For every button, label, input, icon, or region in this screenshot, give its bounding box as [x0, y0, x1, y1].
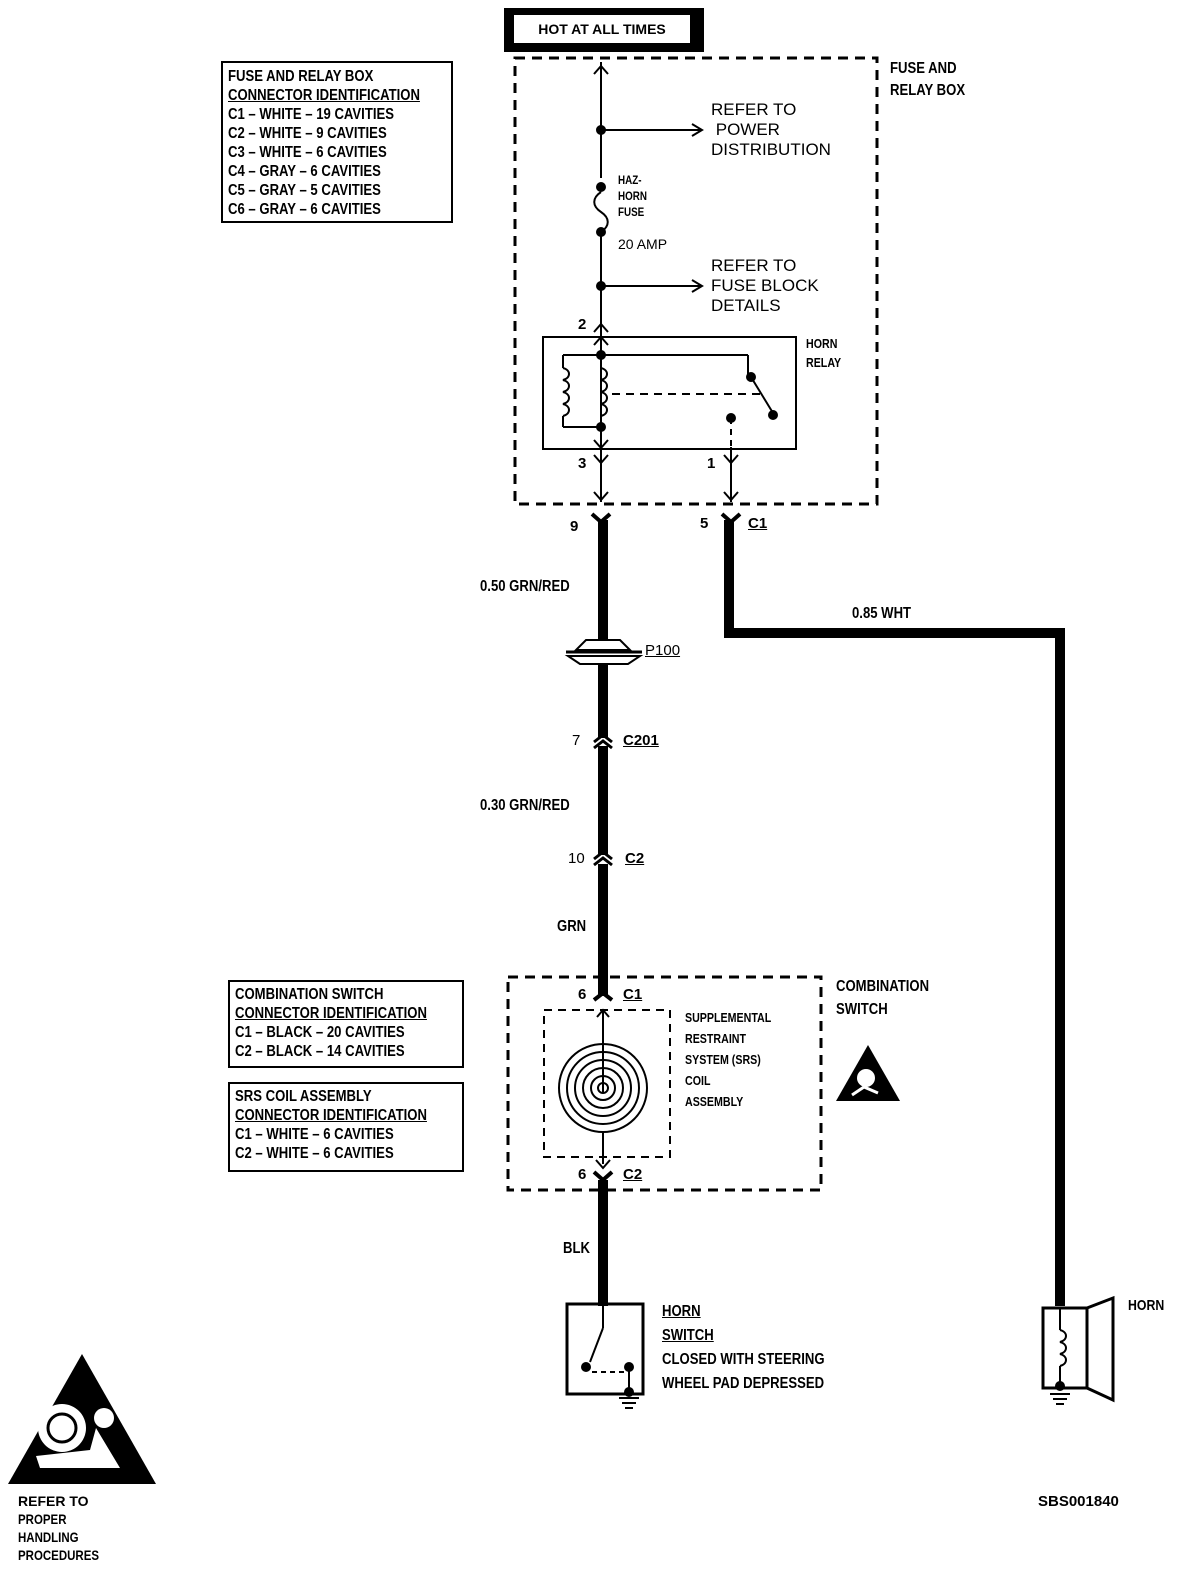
connector-id-row: C3 – WHITE – 6 CAVITIES: [228, 144, 387, 161]
haz-horn-fuse-label: HAZ- HORN FUSE: [618, 173, 647, 219]
arrow-power-distribution: [691, 123, 704, 137]
diagram-code: SBS001840: [1038, 1493, 1119, 1510]
wire-label: 0.30 GRN/RED: [480, 797, 570, 814]
connector-label: C2: [625, 850, 645, 867]
connector-id-title: COMBINATION SWITCH: [235, 986, 384, 1003]
refer-fuse-block-details: REFER TO FUSE BLOCK DETAILS: [711, 256, 819, 315]
connector-id-title: SRS COIL ASSEMBLY: [235, 1088, 372, 1105]
pin-number: 7: [572, 732, 581, 749]
wire-label: GRN: [557, 918, 587, 935]
fuse-relay-box-boundary: [513, 56, 879, 506]
wire-wht-085: [724, 520, 1065, 1306]
horn-switch-label: HORN SWITCH CLOSED WITH STEERING WHEEL P…: [662, 1303, 825, 1392]
fuse-relay-box-connector-id: FUSE AND RELAY BOX CONNECTOR IDENTIFICAT…: [221, 61, 453, 223]
srs-warning-triangle-icon: [836, 1045, 900, 1101]
connector-id-title: CONNECTOR IDENTIFICATION: [235, 1107, 427, 1124]
connector-id-title: CONNECTOR IDENTIFICATION: [235, 1005, 427, 1022]
horn-symbol: [1041, 1295, 1115, 1405]
srs-warning-triangle-icon: [8, 1354, 156, 1484]
hot-at-all-times-text: HOT AT ALL TIMES: [514, 15, 690, 43]
refer-power-distribution: REFER TO POWER DISTRIBUTION: [711, 100, 831, 159]
feed-arrow: [593, 64, 609, 75]
connector-id-row: C1 – WHITE – 19 CAVITIES: [228, 106, 394, 123]
srs-coil-connector-id: SRS COIL ASSEMBLY CONNECTOR IDENTIFICATI…: [228, 1082, 464, 1172]
combination-switch-boundary: [506, 975, 823, 1192]
pin-number: 1: [707, 455, 716, 472]
connector-label: C1: [623, 986, 643, 1003]
ground-icon: [619, 1387, 639, 1409]
connector-id-row: C1 – BLACK – 20 CAVITIES: [235, 1024, 405, 1041]
pin-number: 2: [578, 316, 587, 333]
wire-label: 0.50 GRN/RED: [480, 578, 570, 595]
connector-id-title: FUSE AND RELAY BOX: [228, 68, 374, 85]
connector-id-row: C4 – GRAY – 6 CAVITIES: [228, 163, 381, 180]
combination-switch-connector-id: COMBINATION SWITCH CONNECTOR IDENTIFICAT…: [228, 980, 464, 1068]
connector-id-row: C5 – GRAY – 5 CAVITIES: [228, 182, 381, 199]
wire-label: BLK: [563, 1240, 590, 1257]
connector-label: P100: [645, 642, 681, 659]
srs-coil-assembly-label: SUPPLEMENTAL RESTRAINT SYSTEM (SRS) COIL…: [685, 1010, 772, 1109]
arrow-fuse-block: [691, 279, 704, 293]
pin-number: 9: [570, 518, 579, 535]
pin-number: 10: [568, 850, 585, 867]
pin-number: 5: [700, 515, 709, 532]
refer-handling-procedures: REFER TO PROPER HANDLING PROCEDURES: [18, 1493, 100, 1563]
fuse-rating: 20 AMP: [618, 236, 668, 252]
connector-id-row: C1 – WHITE – 6 CAVITIES: [235, 1126, 394, 1143]
wire-label: 0.85 WHT: [852, 605, 912, 622]
connector-label: C201: [623, 732, 659, 749]
hot-at-all-times-label: HOT AT ALL TIMES: [504, 8, 704, 52]
combination-switch-title: COMBINATION SWITCH: [836, 978, 930, 1018]
fuse-symbol: [593, 182, 609, 237]
connector-id-row: C2 – WHITE – 9 CAVITIES: [228, 125, 387, 142]
horn-switch-box: [565, 1302, 645, 1396]
horn-label: HORN: [1128, 1297, 1165, 1314]
pin-number: 6: [578, 986, 587, 1003]
p100-passthrough: [564, 639, 644, 665]
horn-relay-box: [542, 336, 797, 450]
connector-id-row: C2 – BLACK – 14 CAVITIES: [235, 1043, 405, 1060]
pin-number: 6: [578, 1166, 587, 1183]
horn-relay-label: HORN RELAY: [806, 336, 842, 370]
connector-id-row: C6 – GRAY – 6 CAVITIES: [228, 201, 381, 218]
connector-label: C1: [748, 515, 768, 532]
connector-id-row: C2 – WHITE – 6 CAVITIES: [235, 1145, 394, 1162]
fuse-relay-box-title: FUSE AND RELAY BOX: [890, 60, 966, 99]
pin-number: 3: [578, 455, 587, 472]
connector-label: C2: [623, 1166, 643, 1183]
srs-coil-assembly-boundary: [543, 1009, 671, 1158]
srs-clockspring-icon: [558, 1043, 648, 1133]
relay-coil-icon: [562, 354, 608, 428]
connector-id-title: CONNECTOR IDENTIFICATION: [228, 87, 420, 104]
